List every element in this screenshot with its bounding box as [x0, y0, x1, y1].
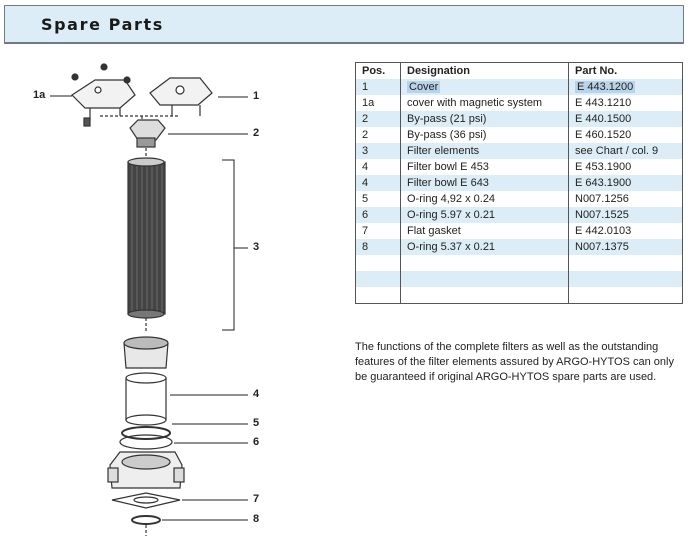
designation: By-pass (21 psi)	[400, 111, 569, 127]
bypass-valve	[129, 119, 166, 141]
part-no: N007.1256	[575, 193, 629, 205]
pos: 2	[355, 127, 401, 143]
table-row: 1 Cover E 443.1200	[355, 79, 683, 95]
leader-lines	[50, 95, 248, 521]
pos: 1	[355, 79, 401, 95]
warranty-note: The functions of the complete filters as…	[355, 341, 674, 383]
pos: 1a	[355, 95, 401, 111]
part-no: E 453.1900	[575, 161, 632, 173]
label-1a: 1a	[33, 89, 46, 101]
spare-parts-table: Pos. Designation Part No. 1 Cover E 443.…	[355, 62, 683, 304]
part-no: E 443.1210	[575, 97, 632, 109]
part-no: E 442.0103	[575, 225, 632, 237]
designation: Filter elements	[400, 143, 569, 159]
label-8: 8	[253, 513, 260, 525]
empty-row	[355, 271, 683, 287]
label-6: 6	[253, 436, 260, 448]
part-no[interactable]: E 443.1200	[569, 79, 683, 95]
designation: By-pass (36 psi)	[400, 127, 569, 143]
table-header: Pos. Designation Part No.	[355, 62, 683, 79]
designation: cover with magnetic system	[400, 95, 569, 111]
o-ring-5	[121, 426, 171, 440]
filter-bowl	[125, 378, 167, 421]
pos: 4	[355, 159, 401, 175]
part-no: E 643.1900	[575, 177, 632, 189]
label-1: 1	[253, 90, 260, 102]
designation: O-ring 5.37 x 0.21	[400, 239, 569, 255]
pos: 3	[355, 143, 401, 159]
pos: 4	[355, 175, 401, 191]
selected-text[interactable]: Cover	[407, 81, 441, 93]
designation: Flat gasket	[400, 223, 569, 239]
o-ring-8	[131, 515, 161, 525]
empty-row	[355, 255, 683, 271]
designation: O-ring 4,92 x 0.24	[400, 191, 569, 207]
designation: Filter bowl E 453	[400, 159, 569, 175]
pos: 6	[355, 207, 401, 223]
label-7: 7	[253, 493, 260, 505]
designation[interactable]: Cover	[400, 79, 569, 95]
col-designation: Designation	[400, 62, 569, 79]
page-title: Spare Parts	[41, 15, 164, 34]
label-4: 4	[253, 388, 260, 400]
label-2: 2	[253, 127, 260, 139]
col-part-no: Part No.	[575, 65, 618, 77]
cover-magnetic	[71, 79, 136, 109]
o-ring-6	[119, 434, 173, 450]
part-no: N007.1375	[575, 241, 629, 253]
part-no: N007.1525	[575, 209, 629, 221]
label-5: 5	[253, 417, 260, 429]
selected-text[interactable]: E 443.1200	[575, 81, 636, 93]
part-no: see Chart / col. 9	[575, 145, 659, 157]
pos: 2	[355, 111, 401, 127]
designation: Filter bowl E 643	[400, 175, 569, 191]
designation: O-ring 5.97 x 0.21	[400, 207, 569, 223]
part-no: E 460.1520	[575, 129, 632, 141]
label-3: 3	[253, 241, 260, 253]
pos: 8	[355, 239, 401, 255]
pos: 7	[355, 223, 401, 239]
filter-element	[127, 161, 166, 315]
empty-row	[355, 287, 683, 304]
part-no: E 440.1500	[575, 113, 632, 125]
col-pos: Pos.	[355, 62, 401, 79]
pos: 5	[355, 191, 401, 207]
section-header: Spare Parts	[4, 5, 684, 44]
